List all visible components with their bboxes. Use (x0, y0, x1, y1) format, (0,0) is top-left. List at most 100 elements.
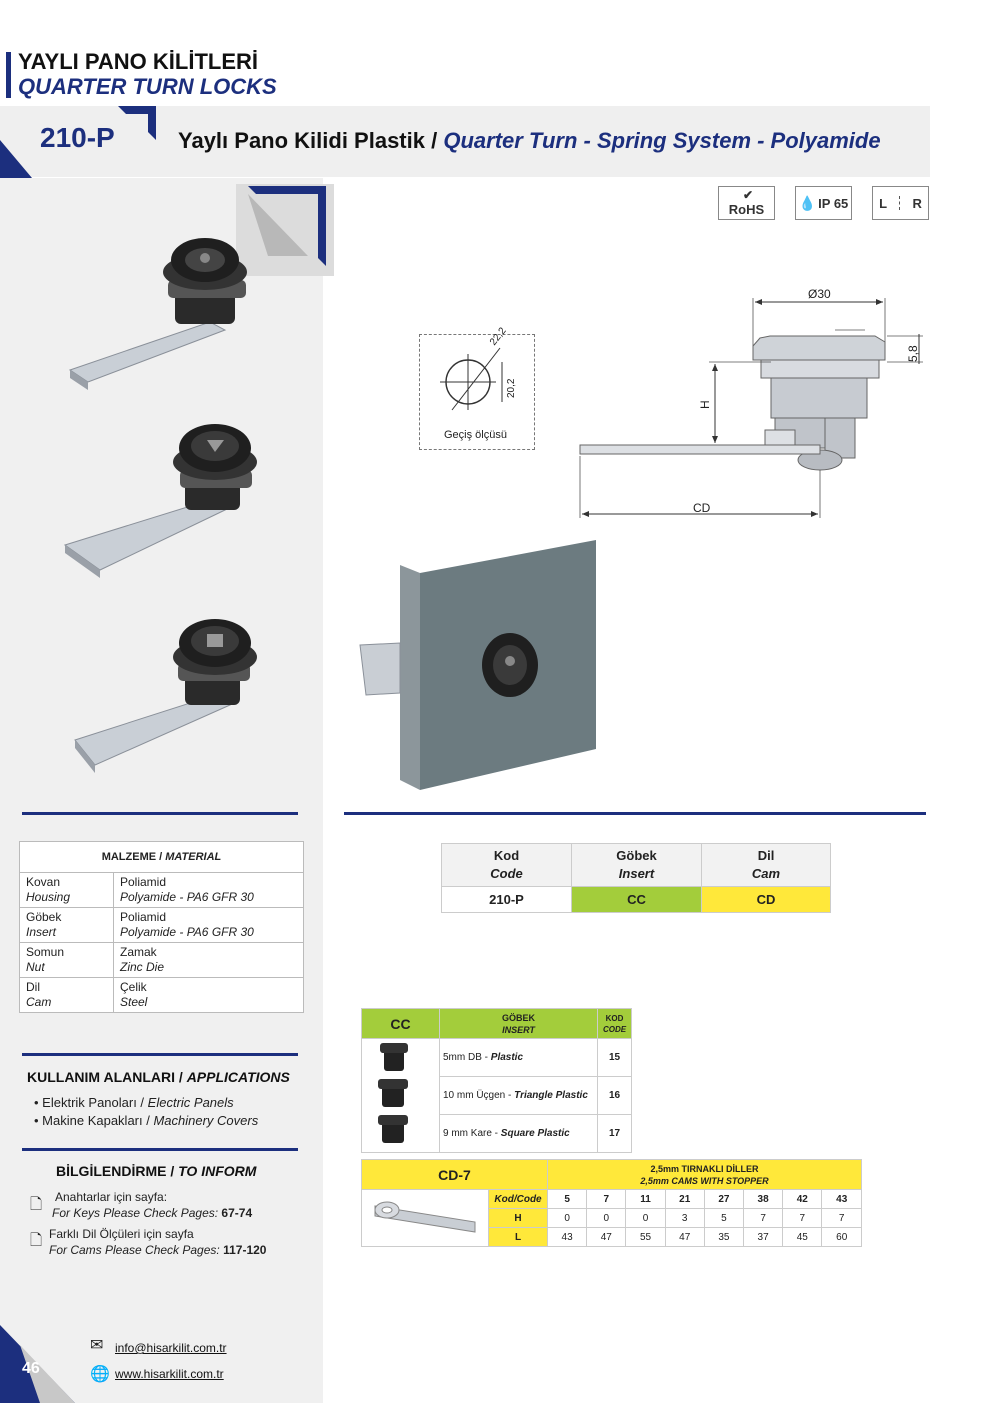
material-value: Poliamid (120, 875, 167, 889)
application-tr: Elektrik Panoları / (42, 1095, 145, 1110)
inform-keys-tr: Anahtarlar için sayfa: (55, 1190, 168, 1204)
insert-tr: 10 mm Üçgen - (443, 1090, 515, 1101)
cc-insert-images (361, 1038, 440, 1153)
sidebar-background (0, 178, 323, 1403)
insert-cell: CC (571, 886, 702, 913)
height-5-8-dim: 5,8 (906, 345, 920, 362)
corner-triangle-decoration (0, 140, 32, 178)
water-drop-icon: 💧 (798, 194, 817, 211)
cutout-diagram (440, 347, 503, 411)
footer-corner-decoration (0, 1325, 75, 1403)
cutout-diagram-frame (419, 334, 535, 450)
header-accent-bar (6, 52, 11, 98)
table-row: Kod/Code 5 7 11 21 27 38 42 43 (361, 1189, 862, 1247)
header-tr: GÖBEK (501, 1012, 535, 1023)
cd-h-value: 7 (743, 1208, 784, 1228)
applications-title: KULLANIM ALANLARI / APPLICATIONS (27, 1069, 290, 1085)
material-value-en: Polyamide - PA6 GFR 30 (120, 925, 254, 939)
cd-title-en: 2,5mm CAMS WITH STOPPER (640, 1175, 769, 1186)
header-tr: Kod (493, 848, 520, 863)
cd-h-value: 3 (664, 1208, 705, 1228)
cd-h-label: H (488, 1208, 548, 1228)
applications-title-en: APPLICATIONS (186, 1069, 290, 1085)
inform-keys: Anahtarlar için sayfa: For Keys Please C… (52, 1189, 252, 1221)
website-link[interactable]: www.hisarkilit.com.tr (115, 1367, 224, 1381)
material-header-tr: MALZEME / (101, 850, 163, 863)
corner-bracket-decoration (118, 106, 156, 140)
email-link[interactable]: info@hisarkilit.com.tr (115, 1341, 227, 1355)
inform-cams: Farklı Dil Ölçüleri için sayfa For Cams … (49, 1226, 266, 1258)
ip-rating-badge: 💧 IP 65 (795, 186, 852, 220)
header-tr: Dil (757, 848, 775, 863)
material-value: Zamak (120, 945, 157, 959)
divider-inform (22, 1148, 298, 1151)
material-value-en: Zinc Die (120, 960, 165, 974)
cd-l-value: 47 (664, 1227, 705, 1247)
inform-cams-en: For Cams Please Check Pages: (49, 1243, 220, 1257)
cd-code: 43 (821, 1189, 862, 1209)
table-row: L 43 47 55 47 35 37 45 60 (362, 1227, 862, 1247)
ip-rating-label: IP 65 (818, 195, 849, 211)
insert-desc: 10 mm Üçgen - Triangle Plastic (439, 1076, 598, 1115)
insert-en: Square Plastic (500, 1128, 570, 1139)
list-item: • Elektrik Panoları / Electric Panels (34, 1095, 234, 1110)
product-title: Yaylı Pano Kilidi Plastik / Quarter Turn… (178, 128, 881, 154)
cd-code-label: Kod/Code (488, 1189, 548, 1209)
page-title: YAYLI PANO KİLİTLERİ (18, 49, 259, 74)
diameter-dim: Ø30 (808, 287, 831, 301)
insert-code: 16 (597, 1076, 632, 1115)
cd-l-value: 37 (743, 1227, 784, 1247)
cc-label: CC (361, 1008, 440, 1039)
cd-l-value: 43 (546, 1227, 588, 1247)
application-en: Electric Panels (147, 1095, 234, 1110)
lock-photo-triangle (63, 424, 257, 578)
divider-applications (22, 1053, 298, 1056)
table-row: 9 mm Kare - Square Plastic 17 (362, 1114, 632, 1153)
header-en: Cam (751, 866, 781, 881)
material-key-en: Cam (26, 995, 52, 1009)
insert-desc: 5mm DB - Plastic (439, 1038, 598, 1077)
inform-cams-pages: 117-120 (223, 1243, 267, 1257)
cd-dim: CD (693, 501, 711, 515)
product-title-tr: Yaylı Pano Kilidi Plastik / (178, 128, 438, 153)
table-row: 5mm DB - Plastic 15 (361, 1038, 632, 1153)
inform-title: BİLGİLENDİRME / TO INFORM (56, 1163, 256, 1179)
header-tr: KOD (605, 1013, 624, 1023)
h-dim: H (698, 400, 712, 409)
cam-image (374, 1201, 476, 1233)
cd-l-value: 47 (586, 1227, 627, 1247)
globe-icon: 🌐 (90, 1366, 110, 1383)
inform-title-en: TO INFORM (178, 1163, 257, 1179)
cd-h-value: 0 (546, 1208, 588, 1228)
insert-code: 15 (597, 1038, 632, 1077)
list-item: • Makine Kapakları / Machinery Covers (34, 1113, 259, 1128)
lock-photo-square (74, 619, 257, 773)
insert-images (378, 1043, 408, 1143)
header-tr: Göbek (616, 848, 657, 863)
cd-label: CD-7 (361, 1159, 548, 1190)
right-label: R (912, 195, 922, 211)
cd-code: 42 (782, 1189, 823, 1209)
rohs-label: RoHS (728, 201, 765, 217)
inform-keys-pages: 67-74 (221, 1206, 253, 1220)
header-en: CODE (602, 1024, 627, 1034)
product-title-en: Quarter Turn - Spring System - Polyamide (443, 128, 881, 153)
material-key-en: Insert (26, 925, 57, 939)
inform-title-tr: BİLGİLENDİRME / (56, 1163, 175, 1179)
table-row: 210-P CC CD (441, 886, 831, 913)
insert-code: 17 (597, 1114, 632, 1153)
material-header-en: MATERIAL (165, 850, 222, 863)
cd-h-value: 5 (703, 1208, 745, 1228)
technical-drawing (579, 298, 923, 518)
material-value: Çelik (120, 980, 147, 994)
material-key: Kovan (26, 875, 61, 889)
